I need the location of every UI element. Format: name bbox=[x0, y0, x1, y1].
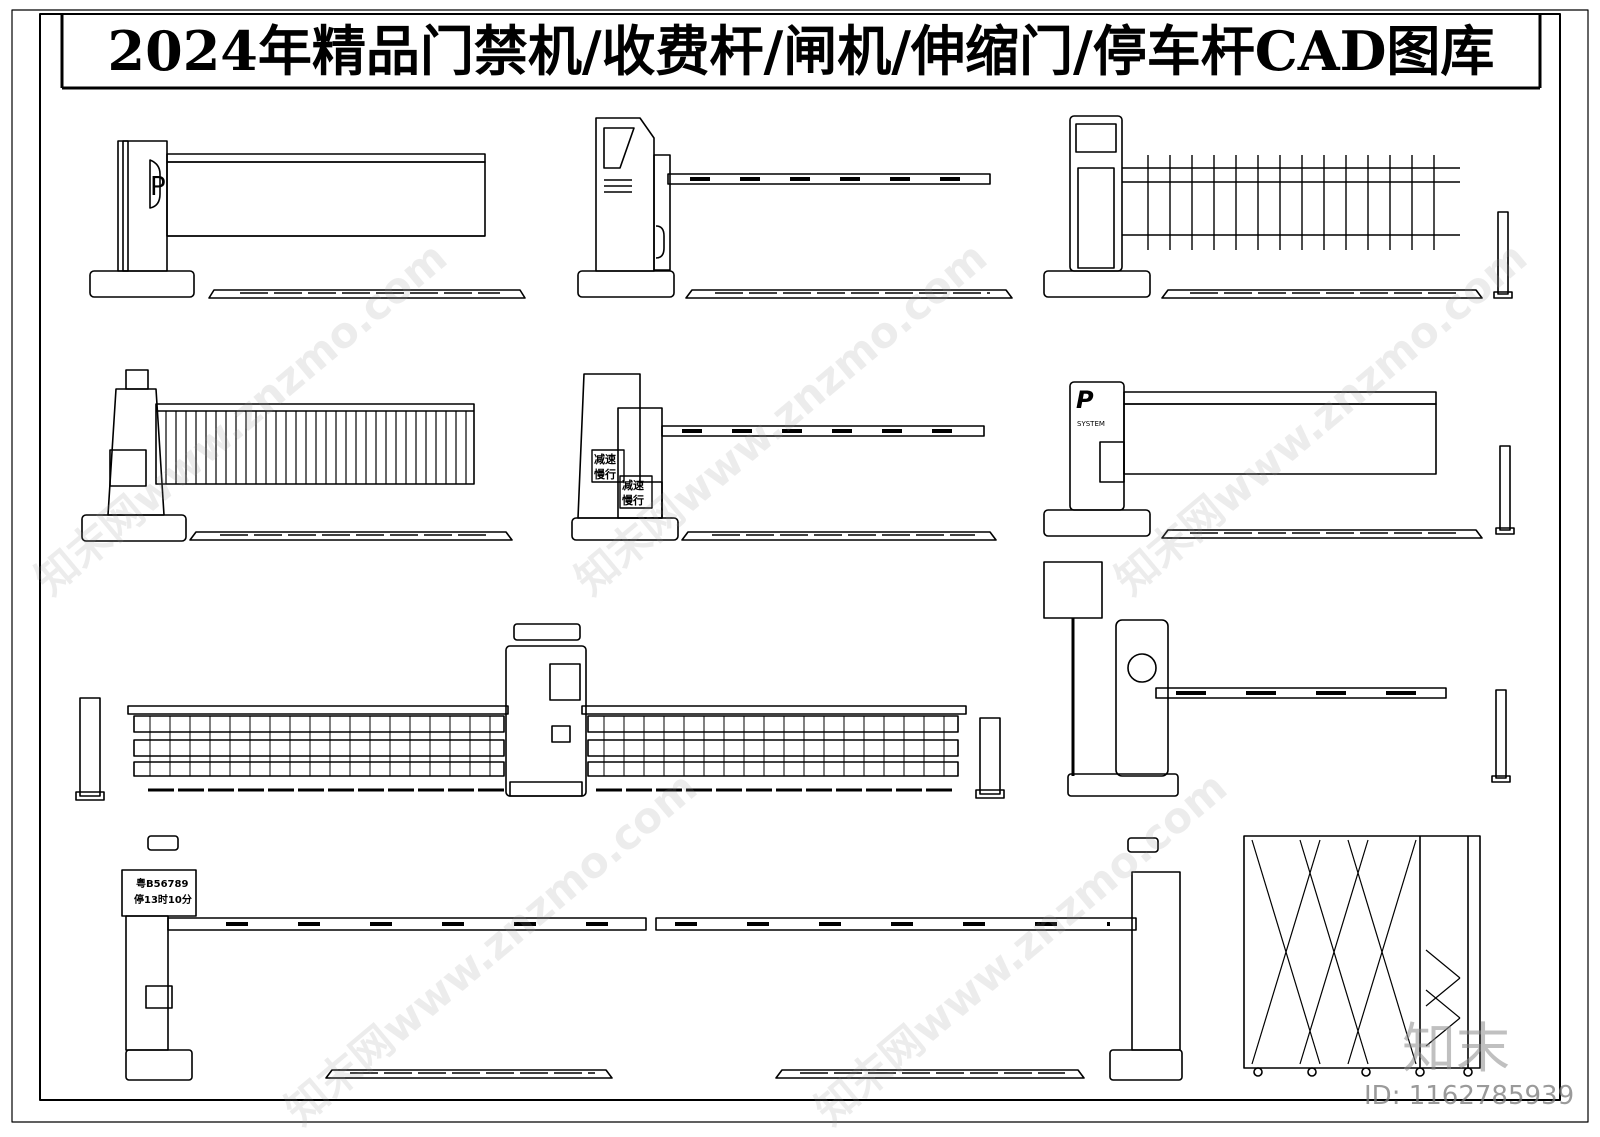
watermark-logo: 知末 bbox=[1402, 1017, 1510, 1080]
inner-frame bbox=[39, 13, 1561, 1101]
sign-deceleration-1: 减速 bbox=[594, 452, 616, 466]
drawing-barrier-solid-boom-1 bbox=[89, 140, 526, 299]
plate-time: 停13时10分 bbox=[134, 893, 192, 906]
p-logo-2: P bbox=[1076, 386, 1094, 414]
system-label: SYSTEM bbox=[1077, 420, 1105, 428]
outer-frame bbox=[11, 9, 1589, 1123]
drawing-fence-arm-barrier-3 bbox=[1043, 115, 1513, 299]
drawing-sign-post-barrier-8 bbox=[1043, 561, 1511, 797]
drawing-retractable-gate-11 bbox=[1243, 835, 1481, 1077]
sign-slow-2: 慢行 bbox=[622, 493, 644, 507]
page-title: 2024年精品门禁机/收费杆/闸机/伸缩门/停车杆CAD图库 bbox=[107, 19, 1495, 83]
drawing-double-fence-gate-7 bbox=[75, 623, 1005, 801]
drawing-slowdown-sign-barrier-5 bbox=[571, 373, 997, 541]
sign-slow-1: 慢行 bbox=[594, 467, 616, 481]
drawing-slat-boom-barrier-4 bbox=[81, 369, 513, 542]
drawing-plate-display-barrier-left-9 bbox=[121, 835, 647, 1081]
sign-deceleration-2: 减速 bbox=[622, 478, 644, 492]
drawing-camera-barrier-right-10 bbox=[655, 837, 1183, 1081]
plate-number: 粤B56789 bbox=[136, 877, 188, 890]
p-logo-1: P bbox=[150, 172, 166, 202]
image-id-label: ID: 1162785939 bbox=[1364, 1081, 1574, 1111]
drawing-p-sign-barrier-6 bbox=[1043, 381, 1515, 539]
drawing-barrier-striped-boom-2 bbox=[577, 117, 1013, 299]
